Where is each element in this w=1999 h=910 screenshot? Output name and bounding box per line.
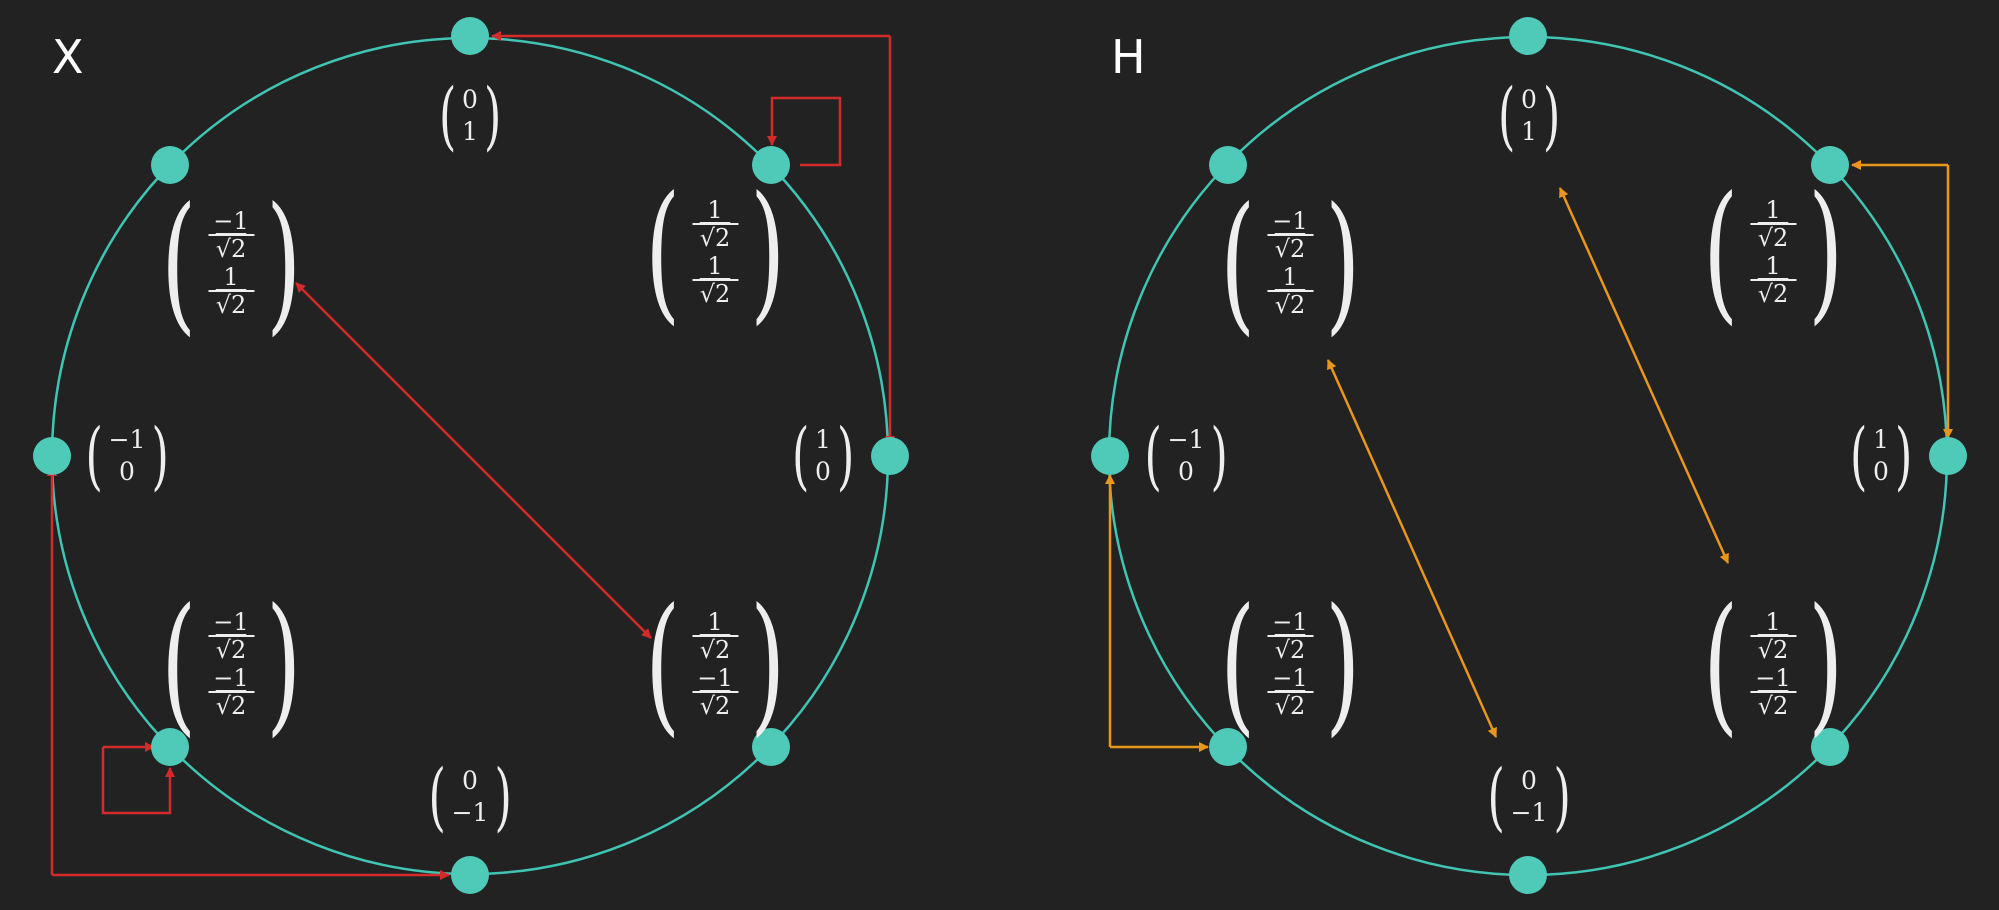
h-label-bottom: ( 0−1 ): [1487, 754, 1571, 840]
h-node-bottom-right[interactable]: [1811, 728, 1849, 766]
h-gate-diagram: [1091, 17, 1967, 894]
x-arrows: [47, 31, 895, 880]
h-label-bottom-left: ( −1√2 −1√2 ): [1220, 577, 1360, 751]
h-label-bottom-right: ( 1√2 −1√2 ): [1703, 577, 1843, 751]
h-label-top-left: ( −1√2 1√2 ): [1220, 176, 1360, 350]
x-node-bottom-right[interactable]: [752, 728, 790, 766]
h-node-right[interactable]: [1929, 437, 1967, 475]
h-node-bottom-left[interactable]: [1209, 728, 1247, 766]
h-arrow-topleft-bottom: [1326, 359, 1498, 738]
h-nodes: [1091, 17, 1967, 894]
h-label-top-right: ( 1√2 1√2 ): [1703, 165, 1843, 339]
h-arrow-top-bottomright: [1558, 187, 1730, 564]
h-arrows: [1105, 160, 1953, 752]
x-label-top-right: ( 1√2 1√2 ): [645, 165, 785, 339]
x-label-top-left: ( −1√2 1√2 ): [161, 176, 301, 350]
x-node-left[interactable]: [33, 437, 71, 475]
x-arrow-bottomleft-self-b: [101, 747, 175, 815]
x-node-top-right[interactable]: [752, 146, 790, 184]
x-node-bottom[interactable]: [451, 856, 489, 894]
x-label-bottom-left: ( −1√2 −1√2 ): [161, 577, 301, 751]
x-gate-diagram: [33, 17, 909, 894]
h-gate-title: H: [1111, 30, 1146, 84]
x-arrow-topleft-bottomright: [295, 282, 652, 639]
x-label-bottom: ( 0−1 ): [428, 754, 512, 840]
x-node-right[interactable]: [871, 437, 909, 475]
x-node-top-left[interactable]: [151, 146, 189, 184]
h-node-left[interactable]: [1091, 437, 1129, 475]
h-node-top-left[interactable]: [1209, 146, 1247, 184]
x-gate-title: X: [52, 30, 84, 84]
h-node-top[interactable]: [1509, 17, 1547, 55]
h-node-bottom[interactable]: [1509, 856, 1547, 894]
x-label-bottom-right: ( 1√2 −1√2 ): [645, 577, 785, 751]
x-node-bottom-left[interactable]: [151, 728, 189, 766]
h-node-top-right[interactable]: [1811, 146, 1849, 184]
x-node-top[interactable]: [451, 17, 489, 55]
x-arrow-topright-self: [767, 96, 842, 167]
x-nodes: [33, 17, 909, 894]
